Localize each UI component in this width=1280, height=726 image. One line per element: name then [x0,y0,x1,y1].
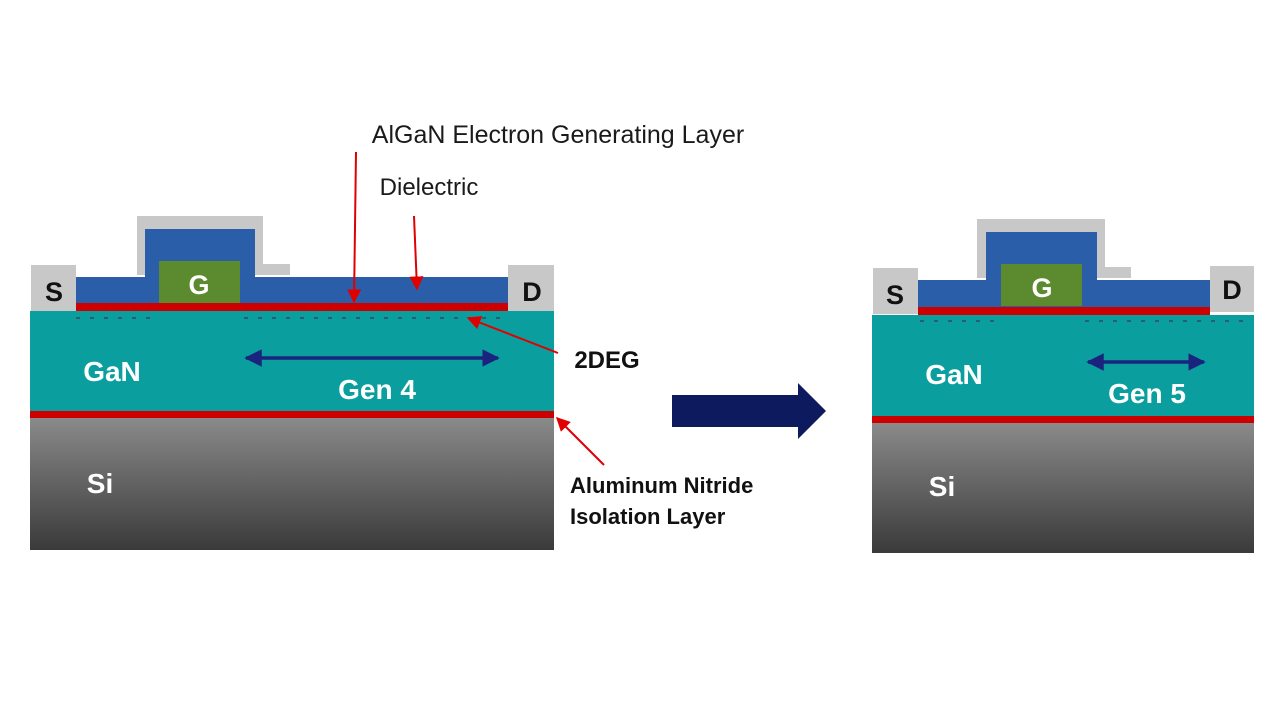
algan-callout-arrow [347,151,362,304]
dielectric-callout-arrow [409,215,424,291]
right-gate-label: G [1031,273,1052,303]
left-gan-label: GaN [83,356,141,387]
right-gen-label: Gen 5 [1108,378,1186,409]
right-algan-layer [918,307,1210,315]
aln-callout-label-line1: Aluminum Nitride [570,473,753,498]
dielectric-callout-label: Dielectric [380,174,479,201]
right-si-substrate [872,423,1254,553]
right-gate [1001,264,1082,306]
right-source-label: S [886,280,904,310]
right-si-label: Si [929,471,955,502]
right-source-contact [873,268,918,314]
twodeg-callout-arrow [466,316,559,354]
left-gen-label: Gen 4 [338,374,416,405]
callouts: AlGaN Electron Generating Layer Dielectr… [347,121,753,529]
left-device: S G D GaN Si Gen 4 [30,216,554,550]
right-aln-isolation-layer [872,416,1254,423]
right-drain-contact [1210,266,1254,312]
left-algan-layer [76,303,508,311]
algan-callout-label: AlGaN Electron Generating Layer [372,121,744,149]
left-aln-isolation-layer [30,411,554,418]
left-source-contact [31,265,76,311]
transition-arrow [672,383,826,439]
right-device: S G D GaN Si Gen 5 [872,219,1254,553]
left-gate-label: G [188,270,209,300]
twodeg-callout-label: 2DEG [574,347,639,374]
left-gate [159,261,240,303]
left-si-substrate [30,418,554,550]
left-drain-label: D [522,277,542,307]
left-drain-contact [508,265,554,311]
left-si-label: Si [87,468,113,499]
left-source-label: S [45,277,63,307]
right-drain-label: D [1222,275,1242,305]
aln-callout-arrow [556,417,605,466]
aln-callout-label-line2: Isolation Layer [570,504,726,529]
right-gan-label: GaN [925,359,983,390]
